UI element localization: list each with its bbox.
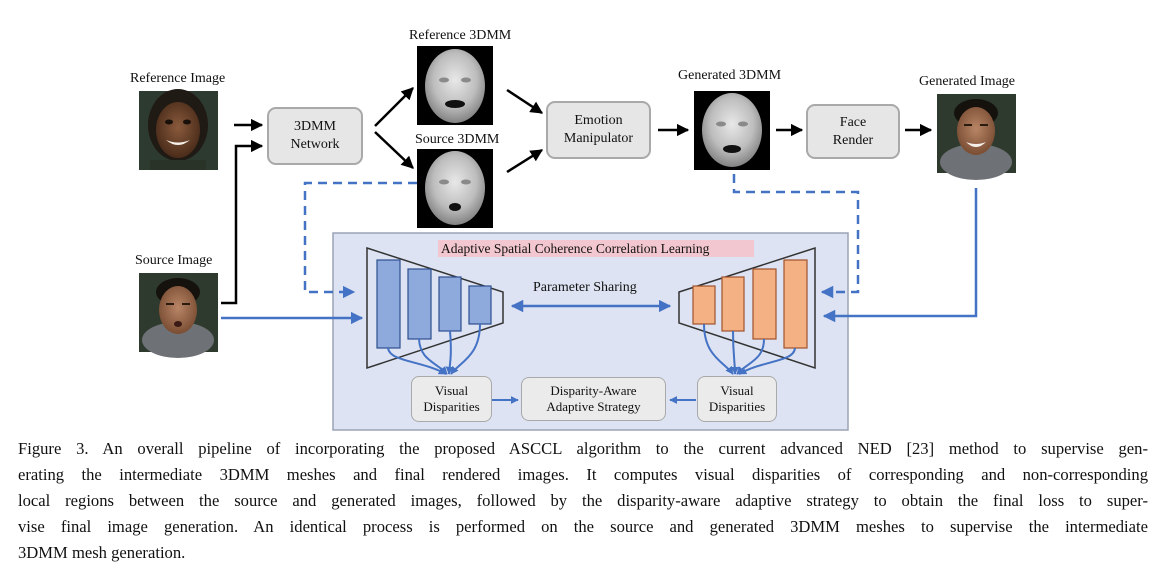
label-reference-image: Reference Image — [130, 71, 226, 86]
figure-caption: Figure 3. An overall pipeline of incorpo… — [18, 436, 1148, 566]
emotion-line-1: Emotion — [574, 113, 623, 128]
generated-image-photo — [937, 94, 1016, 180]
encoder-layer-4 — [468, 285, 492, 325]
ascc-title-highlight — [438, 240, 754, 257]
reference-image-photo — [139, 89, 218, 170]
pipeline-diagram — [139, 46, 1016, 431]
network-line-1: 3DMM — [293, 119, 336, 134]
3dmm-network-box: 3DMM Network — [267, 107, 363, 165]
decoder-layer-3 — [752, 268, 777, 340]
dashed-blue-arrows — [303, 174, 860, 299]
caption-line-4: vise final image generation. An identica… — [18, 517, 1148, 536]
decoder-layer-2 — [721, 276, 745, 332]
network-line-2: Network — [290, 137, 340, 152]
caption-line-3: local regions between the source and gen… — [18, 491, 1148, 510]
caption-line-2: erating the intermediate 3DMM meshes and… — [18, 465, 1148, 484]
strategy-line-2: Adaptive Strategy — [546, 399, 641, 414]
vd-right-line-1: Visual — [720, 383, 754, 398]
decoder-layer-4 — [783, 259, 808, 349]
label-source-3dmm: Source 3DMM — [415, 132, 500, 147]
label-source-image: Source Image — [135, 253, 213, 268]
caption-line-5: 3DMM mesh generation. — [18, 543, 186, 562]
caption-line-1: Figure 3. An overall pipeline of incorpo… — [18, 439, 1148, 458]
solid-blue-arrows — [221, 188, 978, 325]
label-generated-3dmm: Generated 3DMM — [678, 68, 782, 83]
strategy-line-1: Disparity-Aware — [550, 383, 637, 398]
encoder-layer-2 — [407, 268, 432, 340]
decoder-layer-1 — [692, 285, 716, 325]
source-3dmm-mesh — [417, 149, 493, 228]
generated-3dmm-mesh — [694, 91, 770, 170]
feature-arrows — [387, 323, 796, 404]
parameter-sharing-label: Parameter Sharing — [533, 280, 637, 295]
encoder-network — [366, 246, 504, 370]
label-generated-image: Generated Image — [919, 74, 1015, 89]
render-line-1: Face — [839, 114, 867, 130]
encoder-layer-3 — [438, 276, 462, 332]
reference-3dmm-mesh — [417, 46, 493, 125]
vd-left-line-2: Disparities — [423, 399, 480, 414]
label-reference-3dmm: Reference 3DMM — [409, 28, 512, 43]
emotion-line-2: Manipulator — [563, 131, 634, 146]
render-line-2: Render — [832, 132, 874, 148]
encoder-layer-1 — [376, 259, 401, 349]
vd-left-line-1: Visual — [434, 383, 469, 398]
vd-right-line-2: Disparities — [708, 399, 766, 414]
ascc-title: Adaptive Spatial Coherence Correlation L… — [441, 241, 710, 256]
black-arrows — [221, 87, 933, 305]
source-image-photo — [139, 273, 218, 358]
